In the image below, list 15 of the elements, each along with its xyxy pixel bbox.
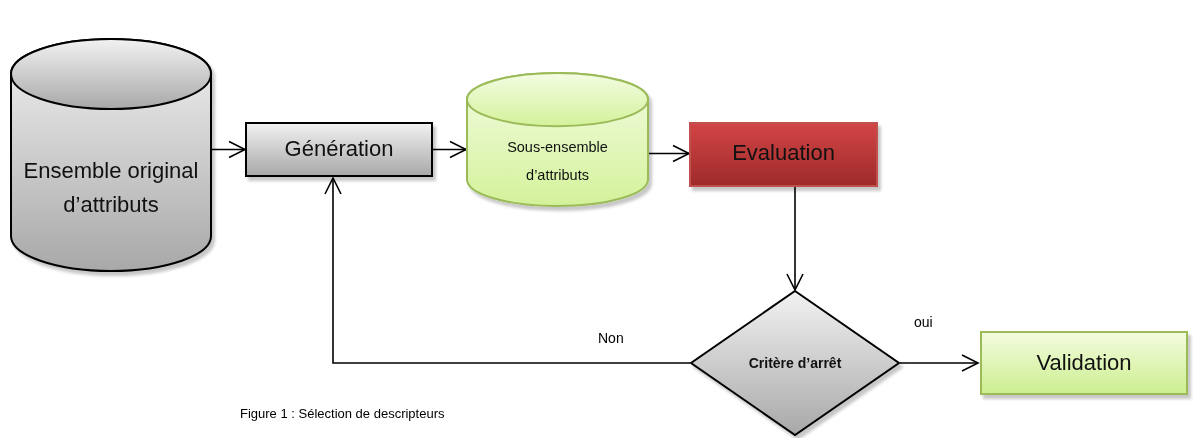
node-label: Ensemble original d’attributs: [22, 156, 200, 219]
node-label: Critère d’arrêt: [748, 353, 842, 373]
arrow: [786, 186, 804, 291]
arrow: [648, 144, 690, 163]
figure-caption: Figure 1 : Sélection de descripteurs: [240, 406, 445, 421]
node-label: Validation: [1036, 349, 1132, 377]
node-label: Génération: [284, 136, 394, 163]
node-label: Evaluation: [732, 139, 835, 167]
arrow: [899, 354, 979, 372]
node-label: Sous-ensemble d’attributs: [506, 138, 609, 185]
edge-label: oui: [912, 314, 935, 330]
arrow: [324, 177, 691, 364]
edge-label: Non: [596, 330, 626, 346]
arrow: [432, 140, 467, 159]
arrow: [211, 140, 246, 159]
